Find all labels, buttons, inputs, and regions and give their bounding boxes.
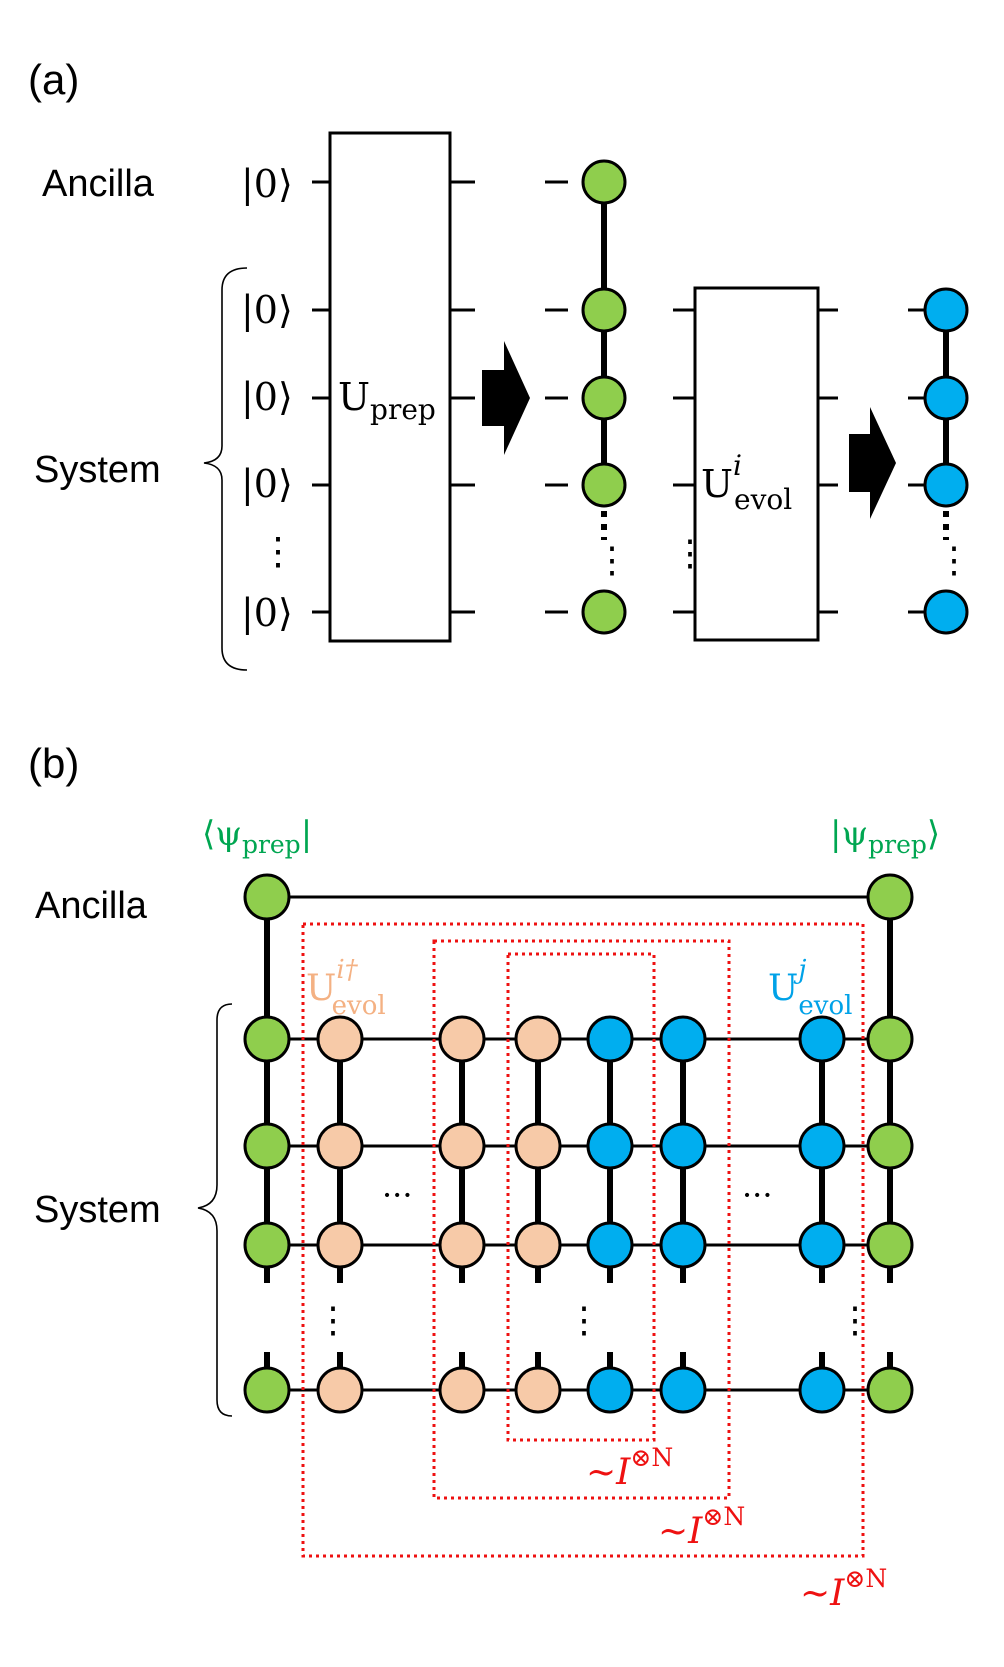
identity-label-middle: ~I⊗N <box>658 1502 745 1552</box>
panel-a: (a) Ancilla System |0⟩ |0⟩ |0⟩ |0⟩ |0⟩ ⋮ <box>28 56 972 671</box>
tensor-node-green <box>866 1366 914 1414</box>
tensor-node-peach <box>514 1366 562 1414</box>
arrow-right-icon <box>482 341 530 455</box>
ket-vdots: ⋮ <box>259 529 297 573</box>
tensor-node-green <box>581 375 627 421</box>
identity-box-middle <box>432 939 731 1500</box>
uprep-label: Uprep <box>338 375 436 426</box>
arrow-right-icon <box>849 407 896 519</box>
horizontal-bonds <box>267 895 890 1392</box>
hdots-right: ··· <box>742 1176 773 1214</box>
tensor-node-green <box>581 287 627 333</box>
ket-ancilla: |0⟩ <box>241 162 293 206</box>
tensor-node-blue <box>586 1221 634 1269</box>
wires-a <box>312 180 925 614</box>
mps-prep-chain: ⋮ <box>581 159 630 635</box>
tensor-node-blue <box>659 1122 707 1170</box>
ket-system-2: |0⟩ <box>241 375 293 419</box>
identity-label-outer: ~I⊗N <box>800 1564 887 1614</box>
tensor-node-green <box>243 1122 291 1170</box>
tensor-node-peach <box>438 1122 486 1170</box>
tensor-node-peach <box>514 1221 562 1269</box>
system-brace-a <box>203 267 248 671</box>
tensor-node-peach <box>316 1366 364 1414</box>
vdots-chain-blue: ⋮ <box>936 540 972 581</box>
bra-psi-prep: ⟨ψprep| <box>202 814 312 859</box>
tensor-node-blue <box>659 1221 707 1269</box>
tensor-node-blue <box>586 1366 634 1414</box>
tensor-node-blue <box>659 1015 707 1063</box>
system-brace-b <box>197 1003 233 1417</box>
tensor-node-blue <box>923 589 969 635</box>
uprep-gate <box>328 131 452 643</box>
tensor-node-blue <box>798 1221 846 1269</box>
uevol-dagger-label: Ui†evol <box>306 955 386 1021</box>
tensor-node-green <box>866 873 914 921</box>
tensor-node-green <box>581 462 627 508</box>
tensor-node-blue <box>798 1015 846 1063</box>
tensor-node-green <box>581 589 627 635</box>
mps-evol-chain: ⋮ <box>923 287 972 635</box>
identity-box-outer <box>301 922 865 1558</box>
vdots: ⋮ <box>566 1300 602 1341</box>
tensor-node-blue <box>798 1366 846 1414</box>
tensor-node-green <box>866 1221 914 1269</box>
tensor-node-blue <box>586 1015 634 1063</box>
uevol-gate <box>693 286 820 642</box>
panel-b: (b) Ancilla System ⟨ψprep| |ψprep⟩ <box>28 740 940 1614</box>
identity-label-inner: ~I⊗N <box>586 1443 673 1493</box>
tensor-node-peach <box>438 1015 486 1063</box>
tensor-node-green <box>866 1015 914 1063</box>
tensor-node-blue <box>923 287 969 333</box>
kets-a: |0⟩ |0⟩ |0⟩ |0⟩ |0⟩ ⋮ <box>241 162 297 635</box>
tensor-node-peach <box>316 1221 364 1269</box>
tensor-node-peach <box>514 1122 562 1170</box>
tensor-nodes-b <box>243 873 914 1414</box>
ancilla-label-b: Ancilla <box>35 885 148 927</box>
system-label-a: System <box>34 449 161 491</box>
ancilla-label-a: Ancilla <box>42 163 155 205</box>
panel-a-label: (a) <box>28 56 79 103</box>
system-label-b: System <box>34 1189 161 1231</box>
ket-system-4: |0⟩ <box>241 591 293 635</box>
panel-b-label: (b) <box>28 740 79 787</box>
tensor-node-green <box>243 1221 291 1269</box>
tensor-node-blue <box>659 1366 707 1414</box>
tensor-node-blue <box>586 1122 634 1170</box>
tensor-node-blue <box>923 462 969 508</box>
tensor-node-blue <box>798 1122 846 1170</box>
vdots: ⋮ <box>837 1300 873 1341</box>
ket-system-1: |0⟩ <box>241 288 293 332</box>
tensor-node-green <box>243 873 291 921</box>
tensor-node-green <box>243 1015 291 1063</box>
identity-box-inner <box>506 952 656 1442</box>
hdots-left: ··· <box>382 1176 413 1214</box>
tensor-node-peach <box>438 1366 486 1414</box>
tensor-node-green <box>581 159 627 205</box>
ket-system-3: |0⟩ <box>241 462 293 506</box>
tensor-node-peach <box>514 1015 562 1063</box>
ket-psi-prep: |ψprep⟩ <box>830 814 940 859</box>
tensor-node-peach <box>438 1221 486 1269</box>
tensor-node-green <box>243 1366 291 1414</box>
vdots-b: ⋮ ⋮ ⋮ <box>315 1300 873 1341</box>
vdots: ⋮ <box>315 1300 351 1341</box>
tensor-node-green <box>866 1122 914 1170</box>
tensor-node-blue <box>923 375 969 421</box>
tensor-node-peach <box>316 1122 364 1170</box>
vdots-chain: ⋮ <box>594 540 630 581</box>
tensor-node-peach <box>316 1015 364 1063</box>
